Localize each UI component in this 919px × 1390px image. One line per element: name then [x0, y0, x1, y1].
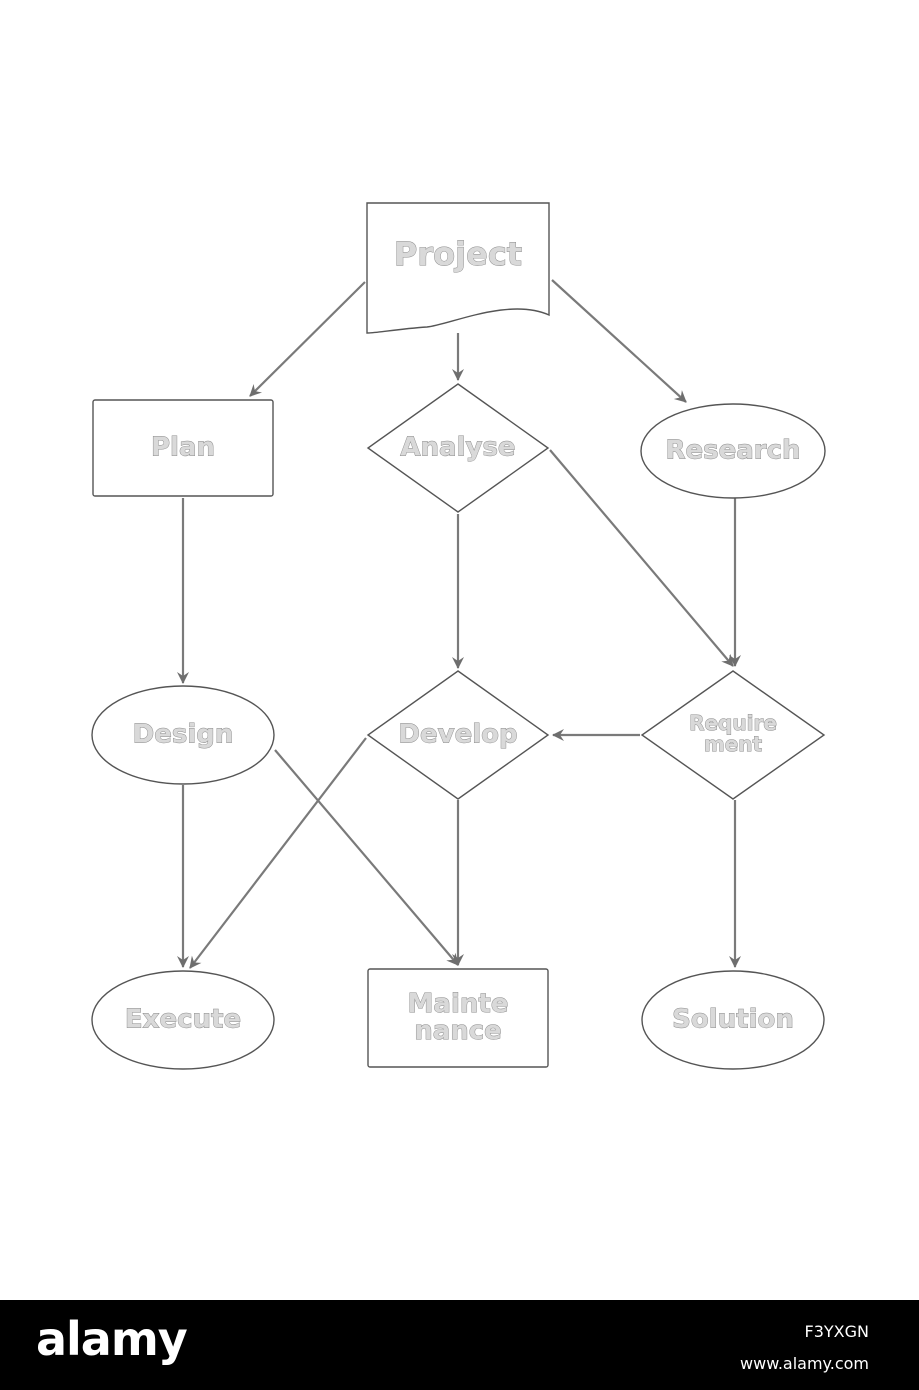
node-requirement-label: ment	[704, 732, 763, 756]
node-execute-shape	[91, 970, 275, 1070]
edges	[177, 279, 741, 969]
node-project-shape	[366, 202, 550, 334]
edge-project-research	[551, 279, 687, 403]
node-execute: Execute	[91, 970, 275, 1070]
node-analyse-label: Analyse	[400, 433, 515, 463]
footer-bar: alamy F3YXGN www.alamy.com	[0, 1300, 919, 1390]
site-url-text: www.alamy.com	[740, 1354, 869, 1373]
node-develop-shape	[366, 670, 550, 800]
node-project-label: Project	[394, 235, 522, 273]
node-plan-label: Plan	[151, 433, 215, 463]
node-analyse-shape	[366, 383, 550, 513]
node-solution-shape	[641, 970, 825, 1070]
edge-project-plan	[249, 281, 366, 397]
node-solution-label: Solution	[672, 1005, 794, 1035]
node-solution: Solution	[641, 970, 825, 1070]
node-plan-shape	[92, 399, 274, 497]
image-id-text: F3YXGN	[804, 1322, 869, 1341]
node-develop-label: Develop	[398, 720, 517, 750]
node-research: Research	[640, 403, 826, 499]
node-design-shape	[91, 685, 275, 785]
node-maintenance-label: nance	[414, 1016, 502, 1046]
node-research-shape	[640, 403, 826, 499]
alamy-logo: alamy	[36, 1312, 188, 1366]
node-plan: Plan	[92, 399, 274, 497]
node-execute-label: Execute	[125, 1005, 241, 1035]
edge-design-maintenance	[274, 749, 459, 966]
node-design-label: Design	[133, 720, 234, 750]
edge-analyse-requirement	[549, 449, 734, 667]
node-requirement-label: Require	[689, 711, 777, 735]
node-analyse: Analyse	[366, 383, 550, 513]
node-requirement-shape	[640, 670, 826, 800]
node-project: Project	[366, 202, 550, 334]
node-design: Design	[91, 685, 275, 785]
node-maintenance-shape	[367, 968, 549, 1068]
edge-develop-execute	[189, 737, 367, 969]
node-develop: Develop	[366, 670, 550, 800]
node-research-label: Research	[665, 436, 800, 466]
node-maintenance-label: Mainte	[408, 989, 509, 1019]
